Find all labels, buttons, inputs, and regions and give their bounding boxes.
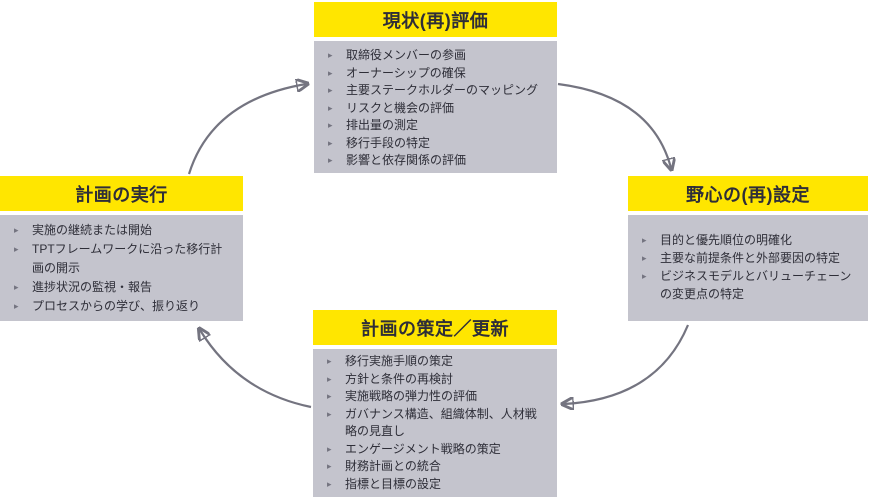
list-item: ▸ 主要な前提条件と外部要因の特定 bbox=[642, 249, 854, 267]
list-item-text: 実施の継続または開始 bbox=[32, 223, 153, 237]
box-plan-update: 計画の策定／更新 ▸ 移行実施手順の策定 ▸ 方針と条件の再検討 ▸ 実施戦略の弾力性の評… bbox=[313, 310, 557, 497]
list-item-text: 進捗状況の監視・報告 bbox=[32, 280, 153, 294]
arrow-update-to-execution-icon bbox=[200, 330, 312, 409]
box-plan-execution: 計画の実行 ▸実施の継続または開始▸TPTフレームワークに沿った移行計画の開示▸… bbox=[0, 176, 243, 321]
bullet-triangle-icon: ▸ bbox=[14, 225, 19, 235]
list-item-text: 財務計画との統合 bbox=[345, 459, 441, 473]
bullet-triangle-icon: ▸ bbox=[328, 102, 333, 113]
bullet-triangle-icon: ▸ bbox=[642, 253, 647, 263]
bullet-triangle-icon: ▸ bbox=[14, 282, 19, 292]
list-item: ▸ 進捗状況の監視・報告 bbox=[14, 278, 229, 297]
list-item: ▸ リスクと機会の評価 bbox=[328, 100, 543, 118]
arrow-execution-to-assessment-icon bbox=[187, 84, 306, 175]
list-item: ▸ 移行手段の特定 bbox=[328, 135, 543, 153]
box-current-assessment: 現状(再)評価 ▸ 取締役メンバーの参画 ▸ オーナーシップの確保 ▸ 主要ステークホルダ… bbox=[314, 2, 557, 173]
box-ambition-setting-title: 野心の(再)設定 bbox=[628, 176, 868, 211]
bullet-triangle-icon: ▸ bbox=[14, 244, 19, 254]
bullet-triangle-icon: ▸ bbox=[328, 50, 333, 60]
list-item: ▸ 主要ステークホルダーのマッピング bbox=[328, 82, 543, 100]
bullet-triangle-icon: ▸ bbox=[327, 391, 332, 401]
box-current-assessment-title: 現状(再)評価 bbox=[314, 2, 557, 37]
bullet-triangle-icon: ▸ bbox=[14, 301, 19, 311]
list-item-text: 主要ステークホルダーのマッピング bbox=[346, 83, 539, 97]
list-item-text: 取締役メンバーの参画 bbox=[346, 48, 467, 62]
arrow-ambition-to-update-icon bbox=[564, 324, 690, 404]
bullet-triangle-icon: ▸ bbox=[328, 137, 333, 148]
list-item: ▸ 方針と条件の再検討 bbox=[327, 371, 543, 389]
box-plan-update-list: ▸ 移行実施手順の策定 ▸ 方針と条件の再検討 ▸ 実施戦略の弾力性の評価 ▸ ガバナンス構造… bbox=[313, 349, 557, 497]
list-item: ▸ プロセスからの学び、振り返り bbox=[14, 297, 229, 316]
bullet-triangle-icon: ▸ bbox=[327, 443, 332, 454]
list-item-text: 移行実施手順の策定 bbox=[345, 354, 454, 368]
box-plan-execution-list: ▸ 実施の継続または開始 ▸ TPTフレームワークに沿った移行計画の開示 ▸ 進捗状況の監… bbox=[0, 215, 243, 321]
bullet-triangle-icon: ▸ bbox=[327, 408, 332, 419]
list-item-text: 移行手段の特定 bbox=[346, 135, 431, 150]
bullet-triangle-icon: ▸ bbox=[642, 235, 647, 245]
list-item: ▸ 実施戦略の弾力性の評価 bbox=[327, 388, 543, 406]
list-item-text: 実施戦略の弾力性の評価 bbox=[345, 389, 478, 403]
list-item-text: ガバナンス構造、組織体制、人材戦略の見直し bbox=[345, 406, 537, 439]
bullet-triangle-icon: ▸ bbox=[328, 155, 333, 165]
bullet-triangle-icon: ▸ bbox=[642, 271, 647, 281]
bullet-triangle-icon: ▸ bbox=[328, 85, 333, 95]
list-item: ▸ 排出量の測定 bbox=[328, 117, 543, 135]
list-item-text: 排出量の測定 bbox=[346, 118, 419, 132]
list-item-text: プロセスからの学び、振り返り bbox=[32, 299, 201, 313]
list-item-text: エンゲージメント戦略の策定 bbox=[345, 441, 501, 456]
box-current-assessment-list: ▸取締役メンバーの参画▸オーナーシップの確保▸主要ステークホルダーのマッピング▸… bbox=[314, 41, 557, 173]
list-item: ▸ 目的と優先順位の明確化 bbox=[642, 231, 854, 249]
box-ambition-setting: 野心の(再)設定 ▸ 目的と優先順位の明確化 ▸ 主要な前提条件と外部要因の特定 ▸ ビジ… bbox=[628, 176, 868, 321]
list-item: ▸ 指標と目標の設定 bbox=[327, 476, 543, 494]
list-item: ▸ TPTフレームワークに沿った移行計画の開示 bbox=[14, 240, 229, 278]
bullet-triangle-icon: ▸ bbox=[327, 373, 332, 384]
list-item: ▸ エンゲージメント戦略の策定 bbox=[327, 441, 543, 459]
bullet-triangle-icon: ▸ bbox=[327, 356, 332, 366]
list-item: ▸ 取締役メンバーの参画 bbox=[328, 47, 543, 65]
list-item-text: ビジネスモデルとバリューチェーンの変更点の特定 bbox=[660, 269, 852, 301]
bullet-triangle-icon: ▸ bbox=[327, 461, 332, 471]
list-item: ▸ オーナーシップの確保 bbox=[328, 65, 543, 83]
list-item: ▸ 財務計画との統合 bbox=[327, 458, 543, 476]
bullet-triangle-icon: ▸ bbox=[327, 478, 332, 489]
list-item-text: 方針と条件の再検討 bbox=[345, 371, 454, 386]
list-item-text: リスクと機会の評価 bbox=[346, 100, 455, 115]
box-ambition-setting-list: ▸ 目的と優先順位の明確化 ▸ 主要な前提条件と外部要因の特定 ▸ ビジネスモデルとバリュ… bbox=[628, 215, 868, 321]
list-item: ▸ 移行実施手順の策定 bbox=[327, 353, 543, 371]
list-item: ▸ 実施の継続または開始 bbox=[14, 221, 229, 240]
list-item-text: 目的と優先順位の明確化 bbox=[660, 233, 793, 247]
list-item: ▸ ビジネスモデルとバリューチェーンの変更点の特定 bbox=[642, 267, 854, 303]
box-plan-execution-title: 計画の実行 bbox=[0, 176, 243, 211]
list-item: ▸ 影響と依存関係の評価 bbox=[328, 152, 543, 170]
box-plan-update-title: 計画の策定／更新 bbox=[313, 310, 557, 345]
list-item-text: 影響と依存関係の評価 bbox=[346, 153, 467, 167]
list-item: ▸ ガバナンス構造、組織体制、人材戦略の見直し bbox=[327, 406, 543, 441]
list-item-text: オーナーシップの確保 bbox=[346, 65, 466, 80]
bullet-triangle-icon: ▸ bbox=[328, 120, 333, 130]
bullet-triangle-icon: ▸ bbox=[328, 67, 333, 78]
list-item-text: 指標と目標の設定 bbox=[345, 476, 442, 491]
arrow-assessment-to-ambition-icon bbox=[557, 82, 671, 168]
list-item-text: 主要な前提条件と外部要因の特定 bbox=[660, 251, 841, 265]
list-item-text: TPTフレームワークに沿った移行計画の開示 bbox=[32, 242, 223, 275]
